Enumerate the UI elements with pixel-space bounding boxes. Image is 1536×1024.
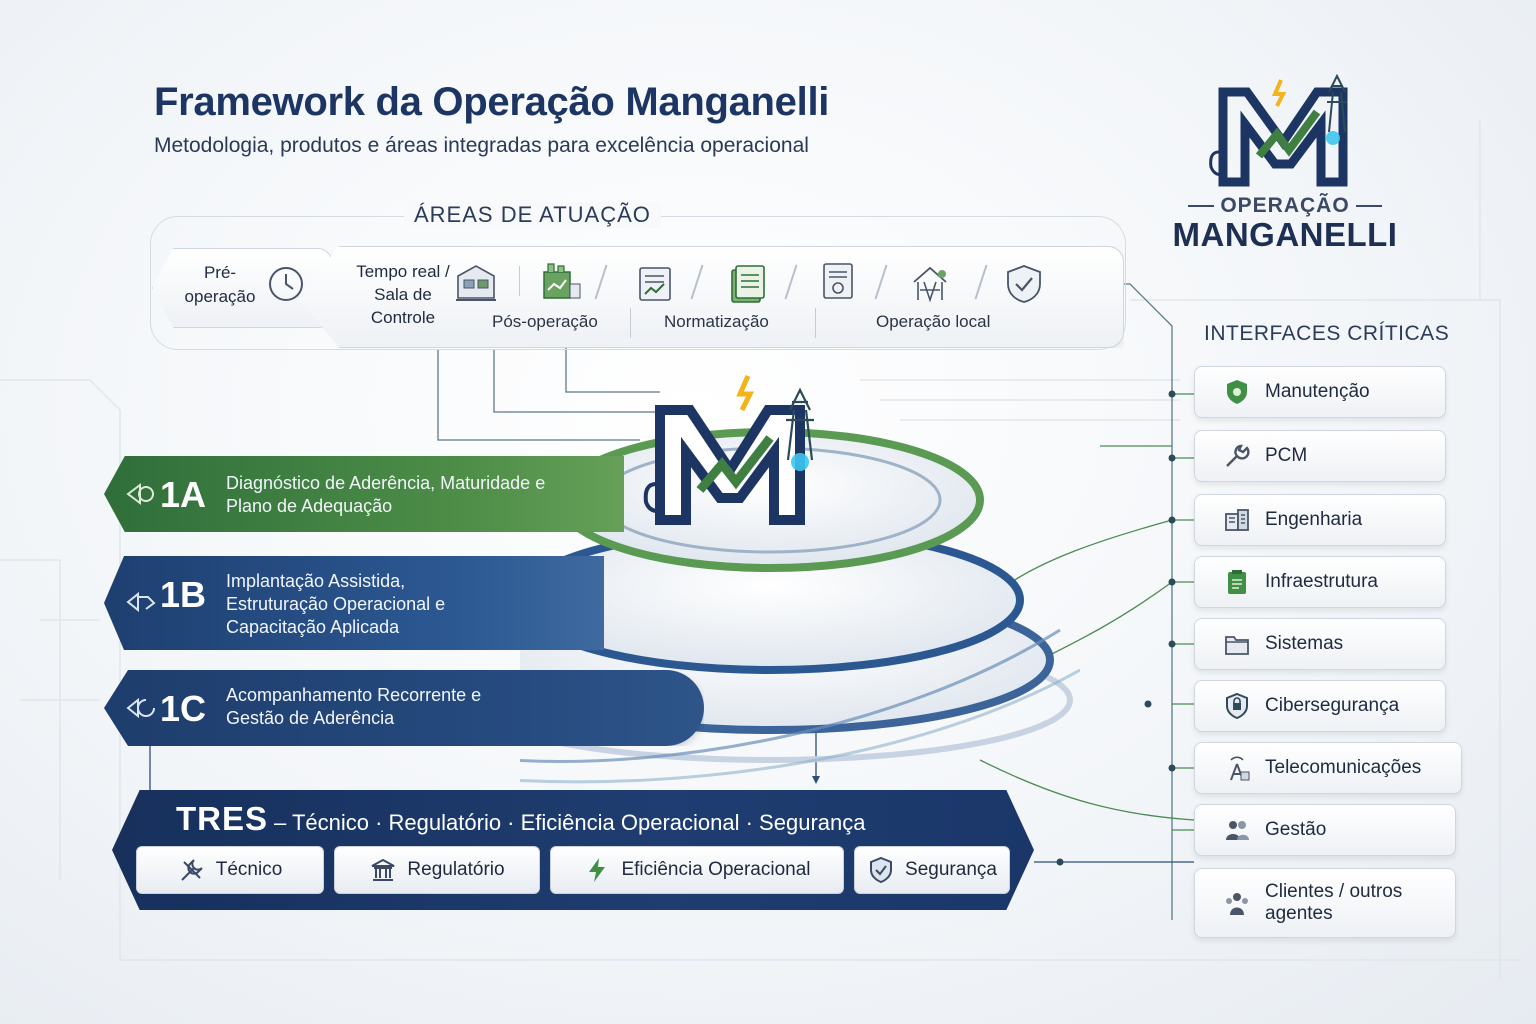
wrench-icon [1226,444,1250,467]
areas-main-box [298,246,1124,348]
product-1c-bar[interactable] [104,670,704,746]
interface-engenharia[interactable]: Engenharia [1194,494,1446,546]
interface-sistemas[interactable]: Sistemas [1194,618,1446,670]
interface-telecomunicacoes-label: Telecomunicações [1265,757,1422,778]
pillar-eficiencia[interactable]: Eficiência Operacional [550,846,844,894]
antenna-icon [1230,756,1250,781]
interface-clientes-label: Clientes / outros agentes [1265,881,1403,924]
area-pos-operacao-label[interactable]: Pós-operação [492,312,598,331]
shield-check-icon [1007,265,1041,303]
norm-document-icon [731,265,765,303]
area-operacao-local-label[interactable]: Operação local [876,312,991,331]
interface-pcm[interactable]: PCM [1194,430,1446,482]
pillar-regulatorio[interactable]: Regulatório [334,846,540,894]
product-1c-badge: 1C [160,688,207,729]
product-1a-badge: 1A [160,474,207,515]
pillar-regulatorio-label: Regulatório [407,859,505,880]
operation-document-icon [823,263,853,299]
institution-icon [371,858,395,881]
pillar-tecnico-label: Técnico [215,859,283,880]
interfaces-title: INTERFACES CRÍTICAS [1204,322,1450,345]
manganelli-m-logo-icon [1209,73,1348,187]
control-room-icon [456,265,496,301]
pillar-seguranca[interactable]: Segurança [854,846,1010,894]
product-1b-badge: 1B [160,574,207,615]
pillar-tecnico[interactable]: Técnico [136,846,324,894]
interface-gestao[interactable]: Gestão [1194,804,1456,856]
arrow-target-icon [126,483,154,505]
product-1a-text: Diagnóstico de Aderência, Maturidade e P… [226,473,546,516]
interface-ciberseguranca-label: Cibersegurança [1265,695,1400,716]
lightning-icon [589,858,606,882]
page-title: Framework da Operação Manganelli [154,80,830,124]
cycle-icon [126,697,155,719]
separator [815,308,816,338]
cyber-shield-icon [1226,692,1248,720]
tools-icon [181,859,203,881]
interface-sistemas-label: Sistemas [1265,633,1344,654]
interface-infraestrutura-label: Infraestrutura [1265,571,1378,592]
interface-ciberseguranca[interactable]: Cibersegurança [1194,680,1446,732]
separator [630,308,631,338]
separator [519,266,520,296]
interface-manutencao[interactable]: Manutenção [1194,366,1446,418]
interface-engenharia-label: Engenharia [1265,509,1363,530]
areas-title: ÁREAS DE ATUAÇÃO [404,202,661,228]
folder-icon [1225,636,1249,655]
shield-check-icon [870,856,893,884]
building-icon [1225,509,1249,531]
shield-gear-icon [1227,380,1247,404]
people-icon [1226,821,1249,840]
report-chart-icon [639,267,671,301]
handshake-icon [126,591,156,613]
interface-gestao-label: Gestão [1265,819,1327,840]
area-pre-operacao-label: Pré-operação [184,263,256,306]
group-icon [1226,893,1248,915]
product-1a-bar[interactable] [104,456,624,532]
pillar-seguranca-label: Segurança [905,859,997,880]
interface-clientes[interactable]: Clientes / outros agentes [1194,868,1456,938]
interface-infraestrutura[interactable]: Infraestrutura [1194,556,1446,608]
interface-manutencao-label: Manutenção [1265,381,1370,402]
factory-chart-icon [543,263,581,299]
brand-line1: OPERAÇÃO [1220,194,1350,217]
tres-subtitle: – Técnico · Regulatório · Eficiência Ope… [274,810,866,835]
local-substation-icon [913,266,947,303]
brand-logo: OPERAÇÃO MANGANELLI [1150,72,1420,252]
page-subtitle: Metodologia, produtos e áreas integradas… [154,134,809,157]
interface-telecomunicacoes[interactable]: Telecomunicações [1194,742,1462,794]
central-disc [520,374,1080,784]
clock-icon [269,267,303,301]
product-1b-bar[interactable] [104,556,604,650]
product-1c-text: Acompanhamento Recorrente e Gestão de Ad… [226,685,482,728]
area-normatizacao-label[interactable]: Normatização [664,312,769,331]
product-1b-text: Implantação Assistida, Estruturação Oper… [226,571,446,637]
clipboard-icon [1228,570,1246,594]
interface-pcm-label: PCM [1265,445,1308,466]
brand-line2: MANGANELLI [1172,216,1398,253]
tres-name: TRES [176,800,269,837]
pillar-eficiencia-label: Eficiência Operacional [621,859,811,880]
area-tempo-real-label[interactable]: Tempo real / Sala de Controle [356,262,450,327]
tres-heading: TRES– Técnico · Regulatório · Eficiência… [176,800,865,838]
